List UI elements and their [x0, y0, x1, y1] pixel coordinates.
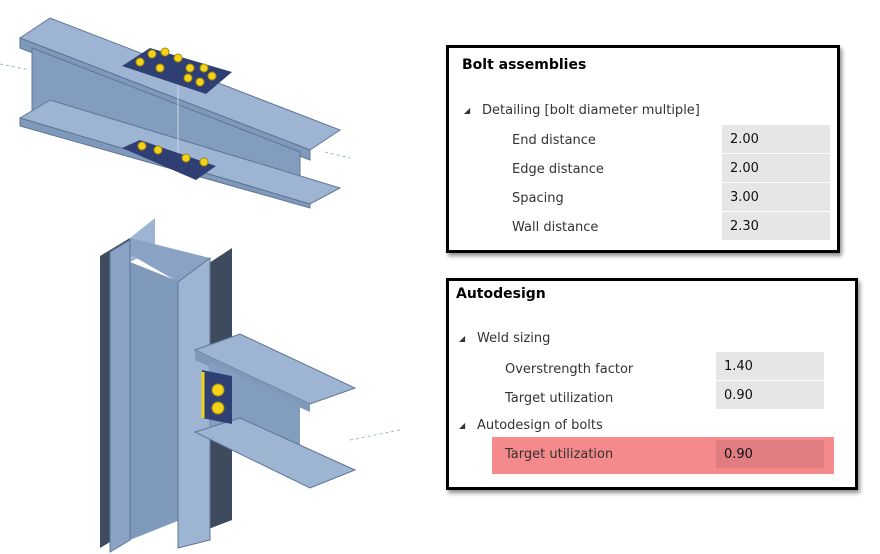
autodesign-panel: Autodesign ◢ Weld sizing Overstrength fa… — [446, 278, 858, 490]
collapse-triangle-icon[interactable]: ◢ — [459, 334, 466, 343]
weld-target-utilization-label: Target utilization — [505, 391, 614, 406]
group-label: Detailing [bolt diameter multiple] — [482, 103, 700, 118]
wall-distance-field[interactable]: 2.30 — [722, 212, 830, 240]
autodesign-bolts-group-header[interactable]: ◢ Autodesign of bolts — [459, 418, 603, 433]
collapse-triangle-icon[interactable]: ◢ — [459, 421, 466, 430]
overstrength-factor-field[interactable]: 1.40 — [716, 352, 824, 380]
panel-title: Bolt assemblies — [462, 57, 587, 73]
edge-distance-label: Edge distance — [512, 162, 604, 177]
beam-splice-model — [0, 17, 351, 209]
wall-distance-label: Wall distance — [512, 220, 599, 235]
collapse-triangle-icon[interactable]: ◢ — [464, 106, 471, 115]
detailing-group-header[interactable]: ◢ Detailing [bolt diameter multiple] — [464, 103, 700, 118]
overstrength-factor-label: Overstrength factor — [505, 362, 634, 377]
weld-target-utilization-field[interactable]: 0.90 — [716, 381, 824, 409]
end-distance-label: End distance — [512, 133, 596, 148]
bolt-target-utilization-field[interactable]: 0.90 — [716, 440, 824, 468]
bolt-assemblies-panel: Bolt assemblies ◢ Detailing [bolt diamet… — [446, 45, 840, 253]
weld-sizing-group-header[interactable]: ◢ Weld sizing — [459, 331, 550, 346]
edge-distance-field[interactable]: 2.00 — [722, 154, 830, 182]
spacing-label: Spacing — [512, 191, 564, 206]
connection-3d-views — [0, 17, 401, 553]
end-distance-field[interactable]: 2.00 — [722, 125, 830, 153]
group-label: Weld sizing — [477, 331, 551, 346]
spacing-field[interactable]: 3.00 — [722, 183, 830, 211]
bolt-target-utilization-label: Target utilization — [505, 447, 614, 462]
highlighted-row: Target utilization 0.90 — [492, 437, 834, 474]
column-beam-model — [100, 218, 401, 553]
panel-title: Autodesign — [456, 286, 546, 302]
group-label: Autodesign of bolts — [477, 418, 603, 433]
